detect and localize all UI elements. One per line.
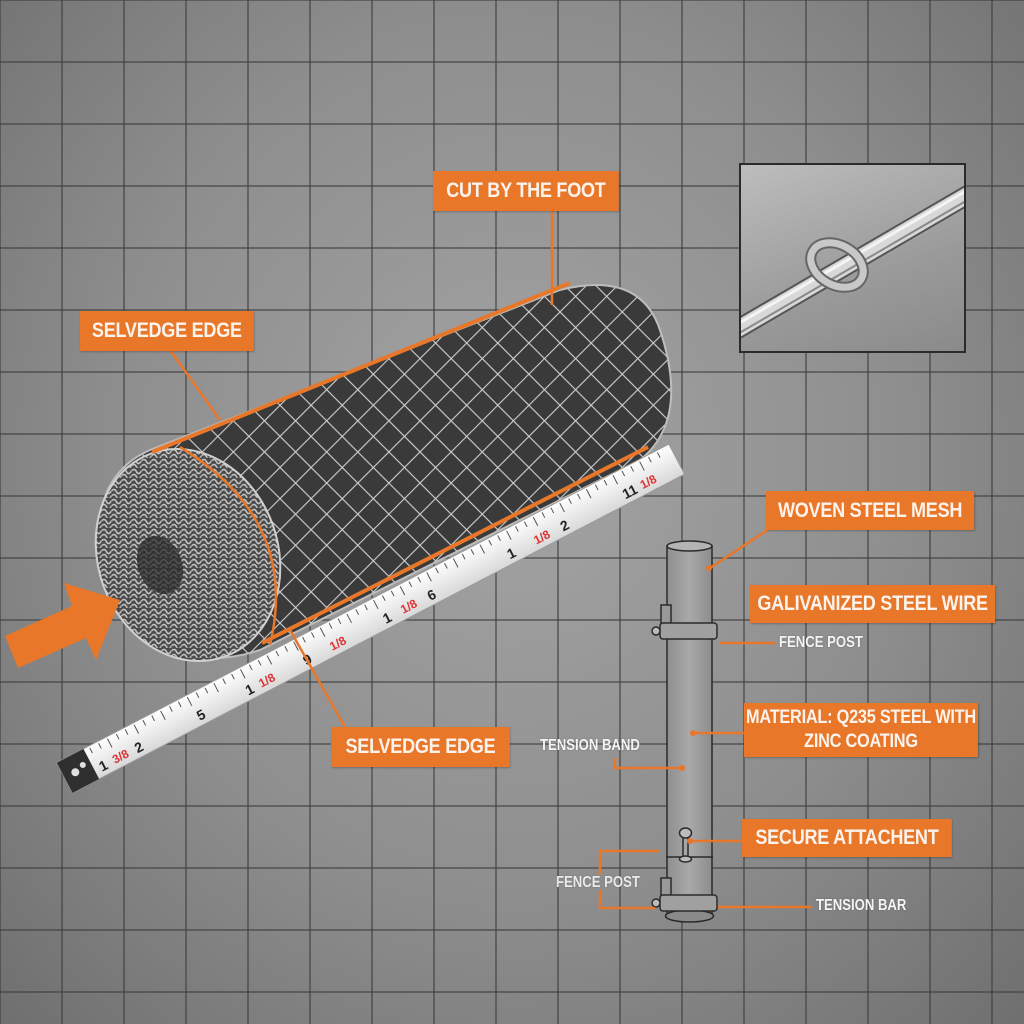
fence-post [651,540,718,923]
tape-measure: 125 191 612 11 3/81/81/8 1/81/81/8 [56,443,686,794]
svg-text:1/8: 1/8 [327,633,349,653]
leader-lines [168,210,812,910]
wire-tie-closeup-inset [739,163,966,353]
callout-woven-steel-mesh: WOVEN STEEL MESH [766,491,975,530]
svg-text:1/8: 1/8 [398,596,420,616]
svg-text:1/8: 1/8 [256,670,278,690]
callout-material: MATERIAL: Q235 STEEL WITH ZINC COATING [744,703,978,757]
callout-text: WOVEN STEEL MESH [777,498,963,522]
callout-text-line1: MATERIAL: Q235 STEEL WITH [746,707,976,728]
label-tension-bar: TENSION BAR [816,897,907,914]
label-fence-post-garbled: FENCE POST [556,874,640,891]
mesh-roll [94,284,673,663]
callout-selvedge-edge-bottom: SELVEDGE EDGE [331,727,510,767]
callout-text: CUT BY THE FOOT [446,179,606,202]
callout-text: SELVEDGE EDGE [345,735,496,758]
svg-text:3/8: 3/8 [110,746,132,766]
callout-text: GALIVANIZED STEEL WIRE [757,592,988,615]
callout-secure-attachment: SECURE ATTACHENT [742,819,952,857]
selvedge-guide-lines [151,281,649,646]
callout-text: SELVEDGE EDGE [91,319,242,342]
wire-loop-icon [741,185,964,339]
svg-text:11: 11 [619,481,640,502]
svg-text:1/8: 1/8 [638,472,660,492]
svg-text:1/8: 1/8 [531,527,553,547]
callout-text-line2: ZINC COATING [804,731,918,752]
callout-text: SECURE ATTACHENT [755,826,939,849]
label-tension-band: TENSION BAND [540,737,640,754]
callout-selvedge-edge-top: SELVEDGE EDGE [80,311,254,351]
callout-cut-by-the-foot: CUT BY THE FOOT [433,171,619,211]
callout-galvanized-steel-wire: GALIVANIZED STEEL WIRE [750,585,996,623]
label-fence-post: FENCE POST [779,634,863,651]
arrow-icon [5,583,120,668]
